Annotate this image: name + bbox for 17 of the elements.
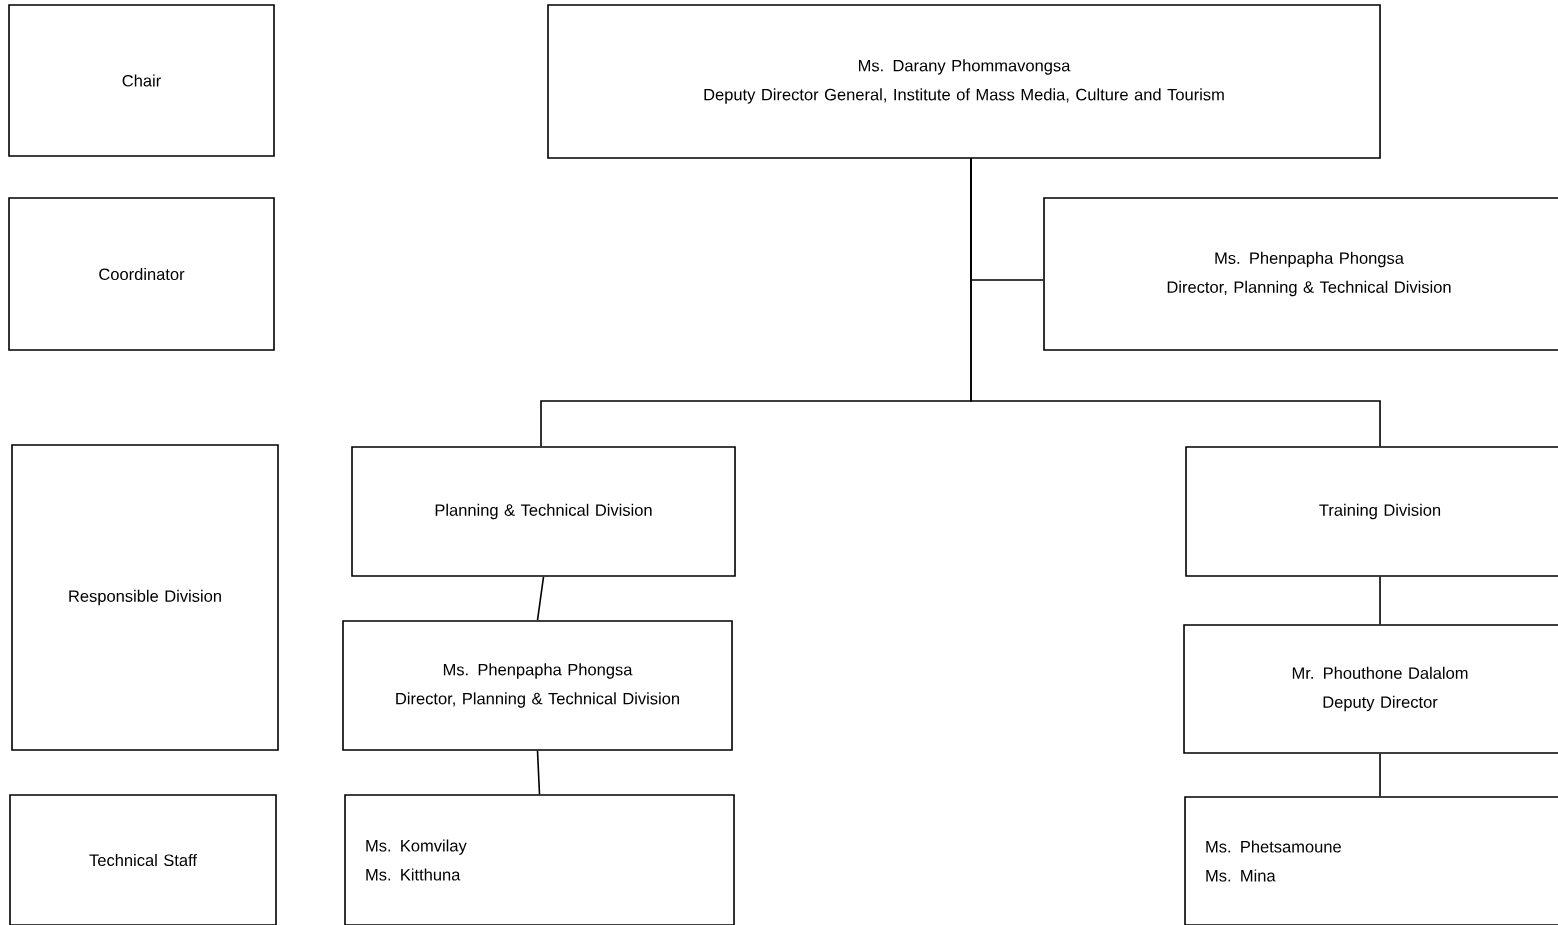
connector-line	[1379, 576, 1381, 625]
connector-line	[536, 750, 541, 795]
role-box: Coordinator	[8, 197, 275, 351]
staff-box: Ms. Phetsamoune Ms. Mina	[1184, 796, 1558, 925]
person-box: Ms. Phenpapha Phongsa Director, Planning & Technical Division	[1043, 197, 1558, 351]
role-box: Technical Staff	[9, 794, 277, 925]
staff-box: Ms. Komvilay Ms. Kitthuna	[344, 794, 735, 925]
division-box: Training Division	[1185, 446, 1558, 577]
connector-line	[970, 157, 1381, 447]
role-box: Responsible Division	[11, 444, 279, 751]
person-box: Mr. Phouthone Dalalom Deputy Director	[1183, 624, 1558, 754]
person-box: Ms. Phenpapha Phongsa Director, Planning & Technical Division	[342, 620, 733, 751]
division-box: Planning & Technical Division	[351, 446, 736, 577]
person-box: Ms. Darany Phommavongsa Deputy Director General, Institute of Mass Media, Culture and Tourism	[547, 4, 1381, 159]
connector-line	[536, 576, 545, 621]
connector-line	[1379, 753, 1381, 797]
role-box: Chair	[8, 4, 275, 157]
